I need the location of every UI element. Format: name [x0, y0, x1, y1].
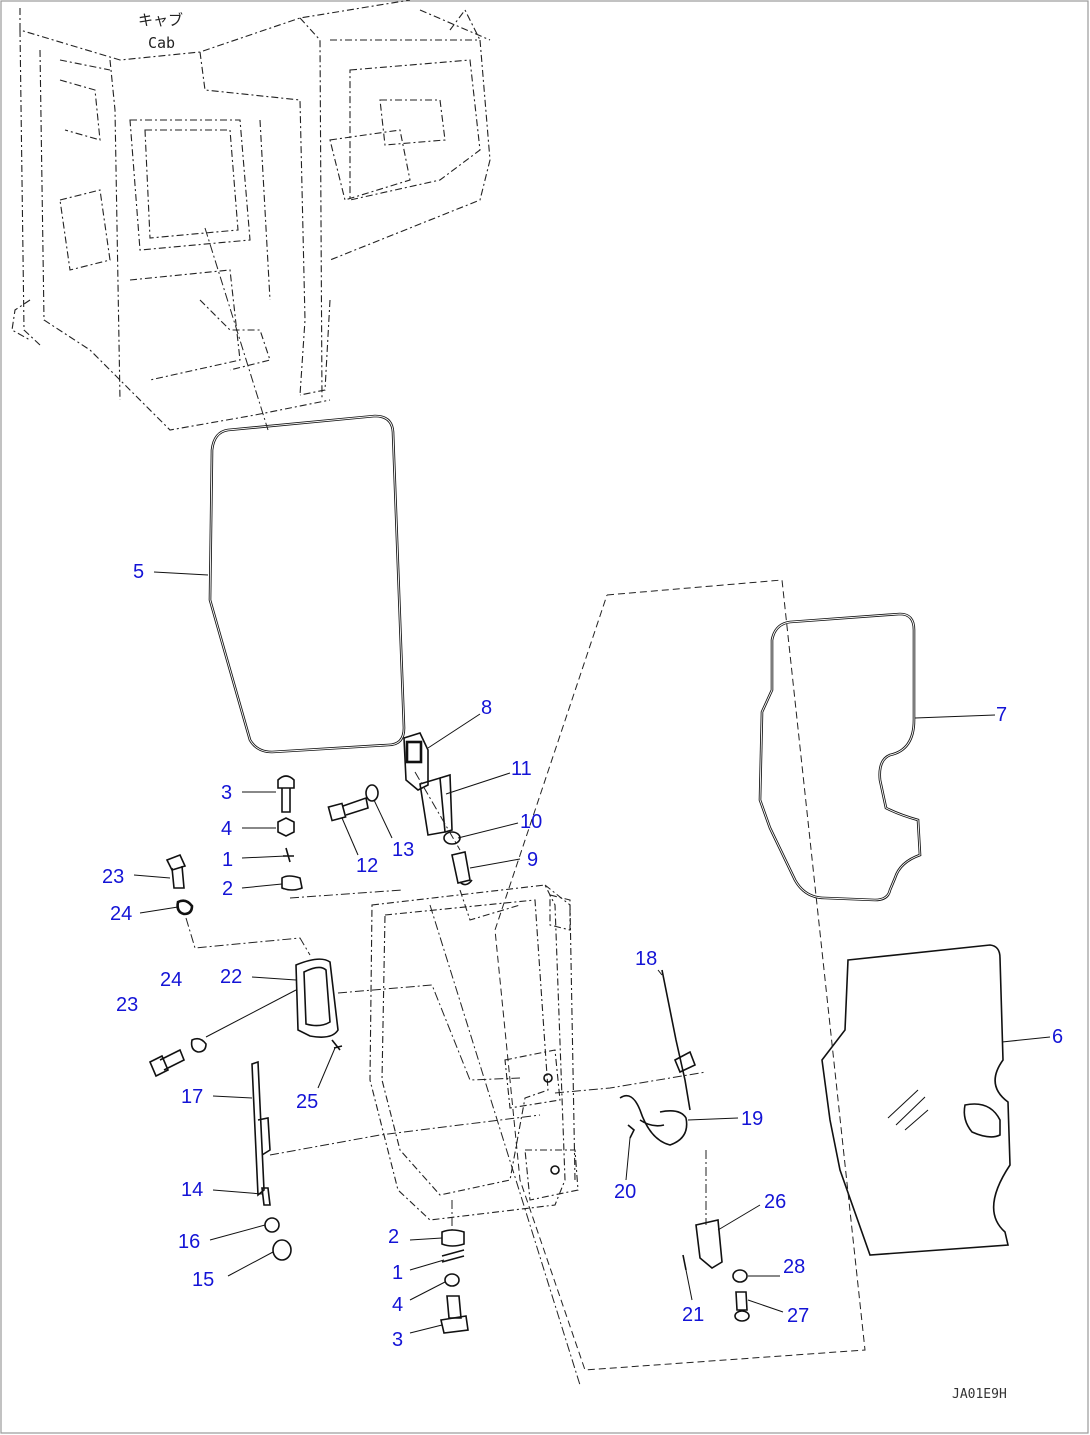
callout-14: 14 [181, 1179, 203, 1201]
callout-12: 12 [356, 855, 378, 877]
part-21-screw [682, 1254, 687, 1271]
part-7-glass-seal [758, 612, 922, 902]
callout-23: 23 [102, 866, 124, 888]
callout-19: 19 [741, 1108, 763, 1130]
part-20-clip [627, 1124, 635, 1139]
part-23-bolt-top [165, 853, 187, 889]
part-13-washer [365, 784, 379, 802]
part-27-bolt [734, 1291, 750, 1322]
part-5-door-seal [204, 227, 406, 754]
callout-1: 1 [222, 849, 233, 871]
part-15-nut [272, 1239, 292, 1261]
callout-6: 6 [1052, 1026, 1063, 1048]
part-8-hinge-cover [403, 732, 429, 791]
callout-3: 3 [221, 782, 232, 804]
part-3-bolt-bottom [440, 1295, 469, 1334]
part-26-bracket [695, 1219, 723, 1269]
callout-2-lower: 2 [388, 1226, 399, 1248]
callout-2: 2 [222, 878, 233, 900]
part-19-cable [619, 1094, 688, 1146]
callout-13: 13 [392, 839, 414, 861]
part-10-washer [443, 831, 461, 845]
callout-15: 15 [192, 1269, 214, 1291]
part-16-washer [264, 1217, 280, 1233]
callout-27: 27 [787, 1305, 809, 1327]
callout-5: 5 [133, 561, 144, 583]
part-2-bushing-top [281, 875, 303, 891]
callout-3-lower: 3 [392, 1329, 403, 1351]
part-2-bushing-bottom [441, 1229, 465, 1247]
callout-4-lower: 4 [392, 1294, 403, 1316]
callout-17: 17 [181, 1086, 203, 1108]
callout-8: 8 [481, 697, 492, 719]
part-28-washer [732, 1269, 748, 1283]
part-17-door-striker [251, 1060, 541, 1197]
callouts: 5 8 7 3 11 4 10 13 1 12 9 23 2 24 18 6 2… [102, 561, 1063, 1351]
part-11-hinge-plate [419, 773, 453, 836]
callout-1-lower: 1 [392, 1262, 403, 1284]
part-4-nut-top [277, 817, 295, 837]
cab-label-jp: キャブ [138, 11, 183, 29]
callout-21: 21 [682, 1304, 704, 1326]
callout-24-lower: 24 [160, 969, 182, 991]
cab-assembly: キャブ Cab [11, 0, 491, 431]
callout-18: 18 [635, 948, 657, 970]
part-24-washer-bottom [190, 1037, 207, 1053]
callout-10: 10 [520, 811, 542, 833]
glass-group-outline [494, 579, 866, 1371]
leader-lines [133, 571, 1051, 1334]
part-22-door-handle [295, 958, 521, 1081]
callout-25: 25 [296, 1091, 318, 1113]
part-18-wire-harness [661, 969, 697, 1111]
part-1-spring-top [283, 847, 294, 863]
callout-11: 11 [511, 758, 532, 780]
callout-23-lower: 23 [116, 994, 138, 1016]
part-6-door-glass [821, 944, 1011, 1256]
part-12-bolt [327, 796, 369, 822]
part-3-bolt-top [277, 775, 295, 813]
callout-28: 28 [783, 1256, 805, 1278]
callout-20: 20 [614, 1181, 636, 1203]
callout-22: 22 [220, 966, 242, 988]
part-4-nut-bottom [444, 1273, 460, 1287]
part-25-screw [331, 1039, 343, 1051]
part-1-spring-bottom [441, 1249, 465, 1263]
callout-26: 26 [764, 1191, 786, 1213]
part-23-bolt-bottom [148, 1048, 186, 1078]
callout-24: 24 [110, 903, 132, 925]
callout-7: 7 [996, 704, 1007, 726]
part-14-pin [261, 1187, 271, 1206]
callout-16: 16 [178, 1231, 200, 1253]
part-9-bolt [451, 851, 473, 886]
drawing-code: JA01E9H [952, 1387, 1007, 1402]
cab-label-en: Cab [148, 34, 175, 52]
part-24-washer-top [176, 899, 194, 916]
door-frame [369, 884, 581, 1386]
callout-9: 9 [527, 849, 538, 871]
callout-4: 4 [221, 818, 232, 840]
